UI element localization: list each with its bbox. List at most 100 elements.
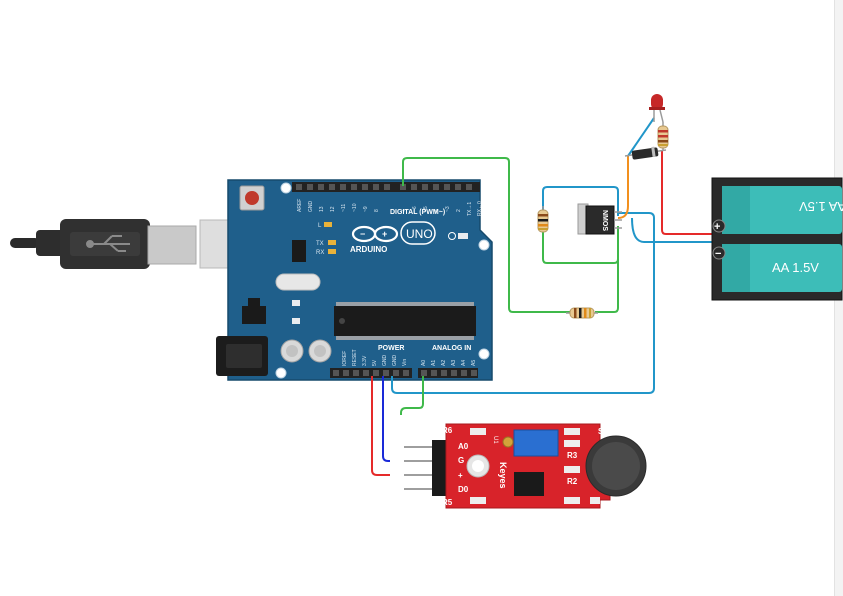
chip-pins-top xyxy=(336,302,474,306)
power-header xyxy=(330,368,412,378)
wire-gnd-to-source[interactable] xyxy=(391,212,655,394)
battery-cell-top xyxy=(722,186,842,234)
pin-label-d9: ~9 xyxy=(363,206,369,212)
smd-resistor xyxy=(564,466,580,473)
analog-header xyxy=(418,368,478,378)
pin-label-3v3: 3.3V xyxy=(362,355,368,366)
pin-label-gnd: GND xyxy=(308,201,314,213)
red-led[interactable] xyxy=(649,94,665,123)
pin-label-reset: RESET xyxy=(352,349,358,366)
pin-label-d3: ~3 xyxy=(445,206,451,212)
smd-component xyxy=(458,233,468,239)
smd-resistor xyxy=(564,497,580,504)
arduino-brand: ARDUINO xyxy=(350,245,387,254)
sensor-label-r3: R3 xyxy=(567,451,578,460)
pin-label-a2: A2 xyxy=(441,360,447,366)
pin-label-aref: AREF xyxy=(297,199,303,212)
sensor-label-a0: A0 xyxy=(458,442,469,451)
power-header-label: POWER xyxy=(378,345,404,352)
pin-label-d12: 12 xyxy=(330,206,336,212)
battery-bottom-label: AA 1.5V xyxy=(772,260,819,275)
sensor-ic xyxy=(514,472,544,496)
potentiometer[interactable] xyxy=(513,429,559,457)
uno-badge xyxy=(400,221,436,245)
usb-strain-relief xyxy=(36,230,64,256)
pin-label-a4: A4 xyxy=(461,360,467,366)
battery-cell-top-cap xyxy=(722,186,750,234)
nmos-transistor[interactable]: NMOS xyxy=(577,203,622,235)
wire-drain-to-diode[interactable] xyxy=(617,156,629,219)
wire-source-to-battery-minus[interactable] xyxy=(631,217,712,243)
battery-minus-terminal[interactable] xyxy=(712,246,726,260)
sensor-label-plus: + xyxy=(458,471,463,480)
led-l-label: L xyxy=(318,223,322,229)
pin-label-vin: Vin xyxy=(402,359,408,366)
sensor-label-keyes: Keyes xyxy=(498,462,508,489)
smd-resistor xyxy=(564,440,580,447)
sensor-header-pins xyxy=(404,446,432,490)
digital-header-pins xyxy=(296,184,472,190)
sensor-label-r2: R2 xyxy=(567,477,578,486)
arduino-uno-board[interactable]: AREF GND 13 12 ~11 ~10 ~9 8 7 ~6 ~5 4 ~3… xyxy=(216,179,493,381)
capacitor-top xyxy=(314,345,326,357)
wire-5v-to-sensor[interactable] xyxy=(371,376,404,476)
wire-d7-to-resistor[interactable] xyxy=(402,157,570,313)
potentiometer-screw[interactable] xyxy=(502,436,514,448)
wire-battery-plus[interactable] xyxy=(661,150,712,235)
pin-label-d4: 4 xyxy=(434,209,440,212)
analog-header-pins xyxy=(421,370,477,376)
resistor-gate[interactable] xyxy=(566,307,598,319)
pin-label-d6: ~6 xyxy=(412,206,418,212)
mounting-hole xyxy=(478,239,490,251)
reset-button-cap[interactable] xyxy=(245,191,259,205)
smd-component xyxy=(292,318,300,324)
pin-label-d7: 7 xyxy=(401,209,407,212)
pin-label-5v: 5V xyxy=(372,359,378,366)
pin-label-a3: A3 xyxy=(451,360,457,366)
crystal-oscillator xyxy=(275,273,321,291)
sensor-label-r6: R6 xyxy=(442,426,453,435)
wire-pulldown-gnd[interactable] xyxy=(542,186,619,216)
usb-chip xyxy=(292,240,306,262)
mounting-hole xyxy=(478,348,490,360)
wire-resistor-to-gate[interactable] xyxy=(595,226,619,313)
usb-metal-shell xyxy=(147,225,197,265)
diode[interactable] xyxy=(624,146,667,160)
svg-text:+: + xyxy=(382,229,387,239)
resistor-pulldown[interactable] xyxy=(537,206,549,233)
pin-label-d10: ~10 xyxy=(352,203,358,212)
microphone-mesh xyxy=(592,442,640,490)
circle-icon xyxy=(448,232,456,240)
battery-cell-bottom-cap xyxy=(722,244,750,292)
pin-label-d13: 13 xyxy=(319,206,325,212)
sensor-label-r5: R5 xyxy=(442,498,453,507)
pin-label-d11: ~11 xyxy=(341,204,347,212)
atmega-microcontroller xyxy=(334,306,476,336)
wire-diode-to-led[interactable] xyxy=(627,117,655,157)
smd-resistor xyxy=(470,497,486,504)
sound-sensor-module[interactable]: R6 A0 G + D0 R5 R3 R2 S U1 Keyes xyxy=(390,415,658,513)
wire-pulldown-to-gate[interactable] xyxy=(542,228,619,264)
sensor-label-s: S xyxy=(598,427,604,436)
led-tx xyxy=(328,240,336,245)
sensor-label-g: G xyxy=(458,456,464,465)
battery-plus-terminal[interactable] xyxy=(712,219,726,233)
power-header-pins xyxy=(333,370,409,376)
smd-resistor xyxy=(590,497,600,504)
led-l xyxy=(324,222,332,227)
led-tx-label: TX xyxy=(316,241,324,247)
mounting-hole xyxy=(275,367,287,379)
sensor-header xyxy=(432,440,446,496)
pin-label-d2: 2 xyxy=(456,209,462,212)
resistor-led[interactable] xyxy=(657,122,669,150)
wire-gnd-to-sensor[interactable] xyxy=(382,376,404,462)
power-jack-socket xyxy=(226,344,262,368)
pin-label-d8: 8 xyxy=(374,209,380,212)
battery-plus-sign: + xyxy=(714,221,720,233)
digital-header-label: DIGITAL (PWM~) xyxy=(390,209,445,216)
pin-label-a1: A1 xyxy=(431,360,437,366)
pin-label-gnd1: GND xyxy=(382,355,388,367)
battery-pack[interactable]: AA 1.5V AA 1.5V + − xyxy=(711,177,843,301)
